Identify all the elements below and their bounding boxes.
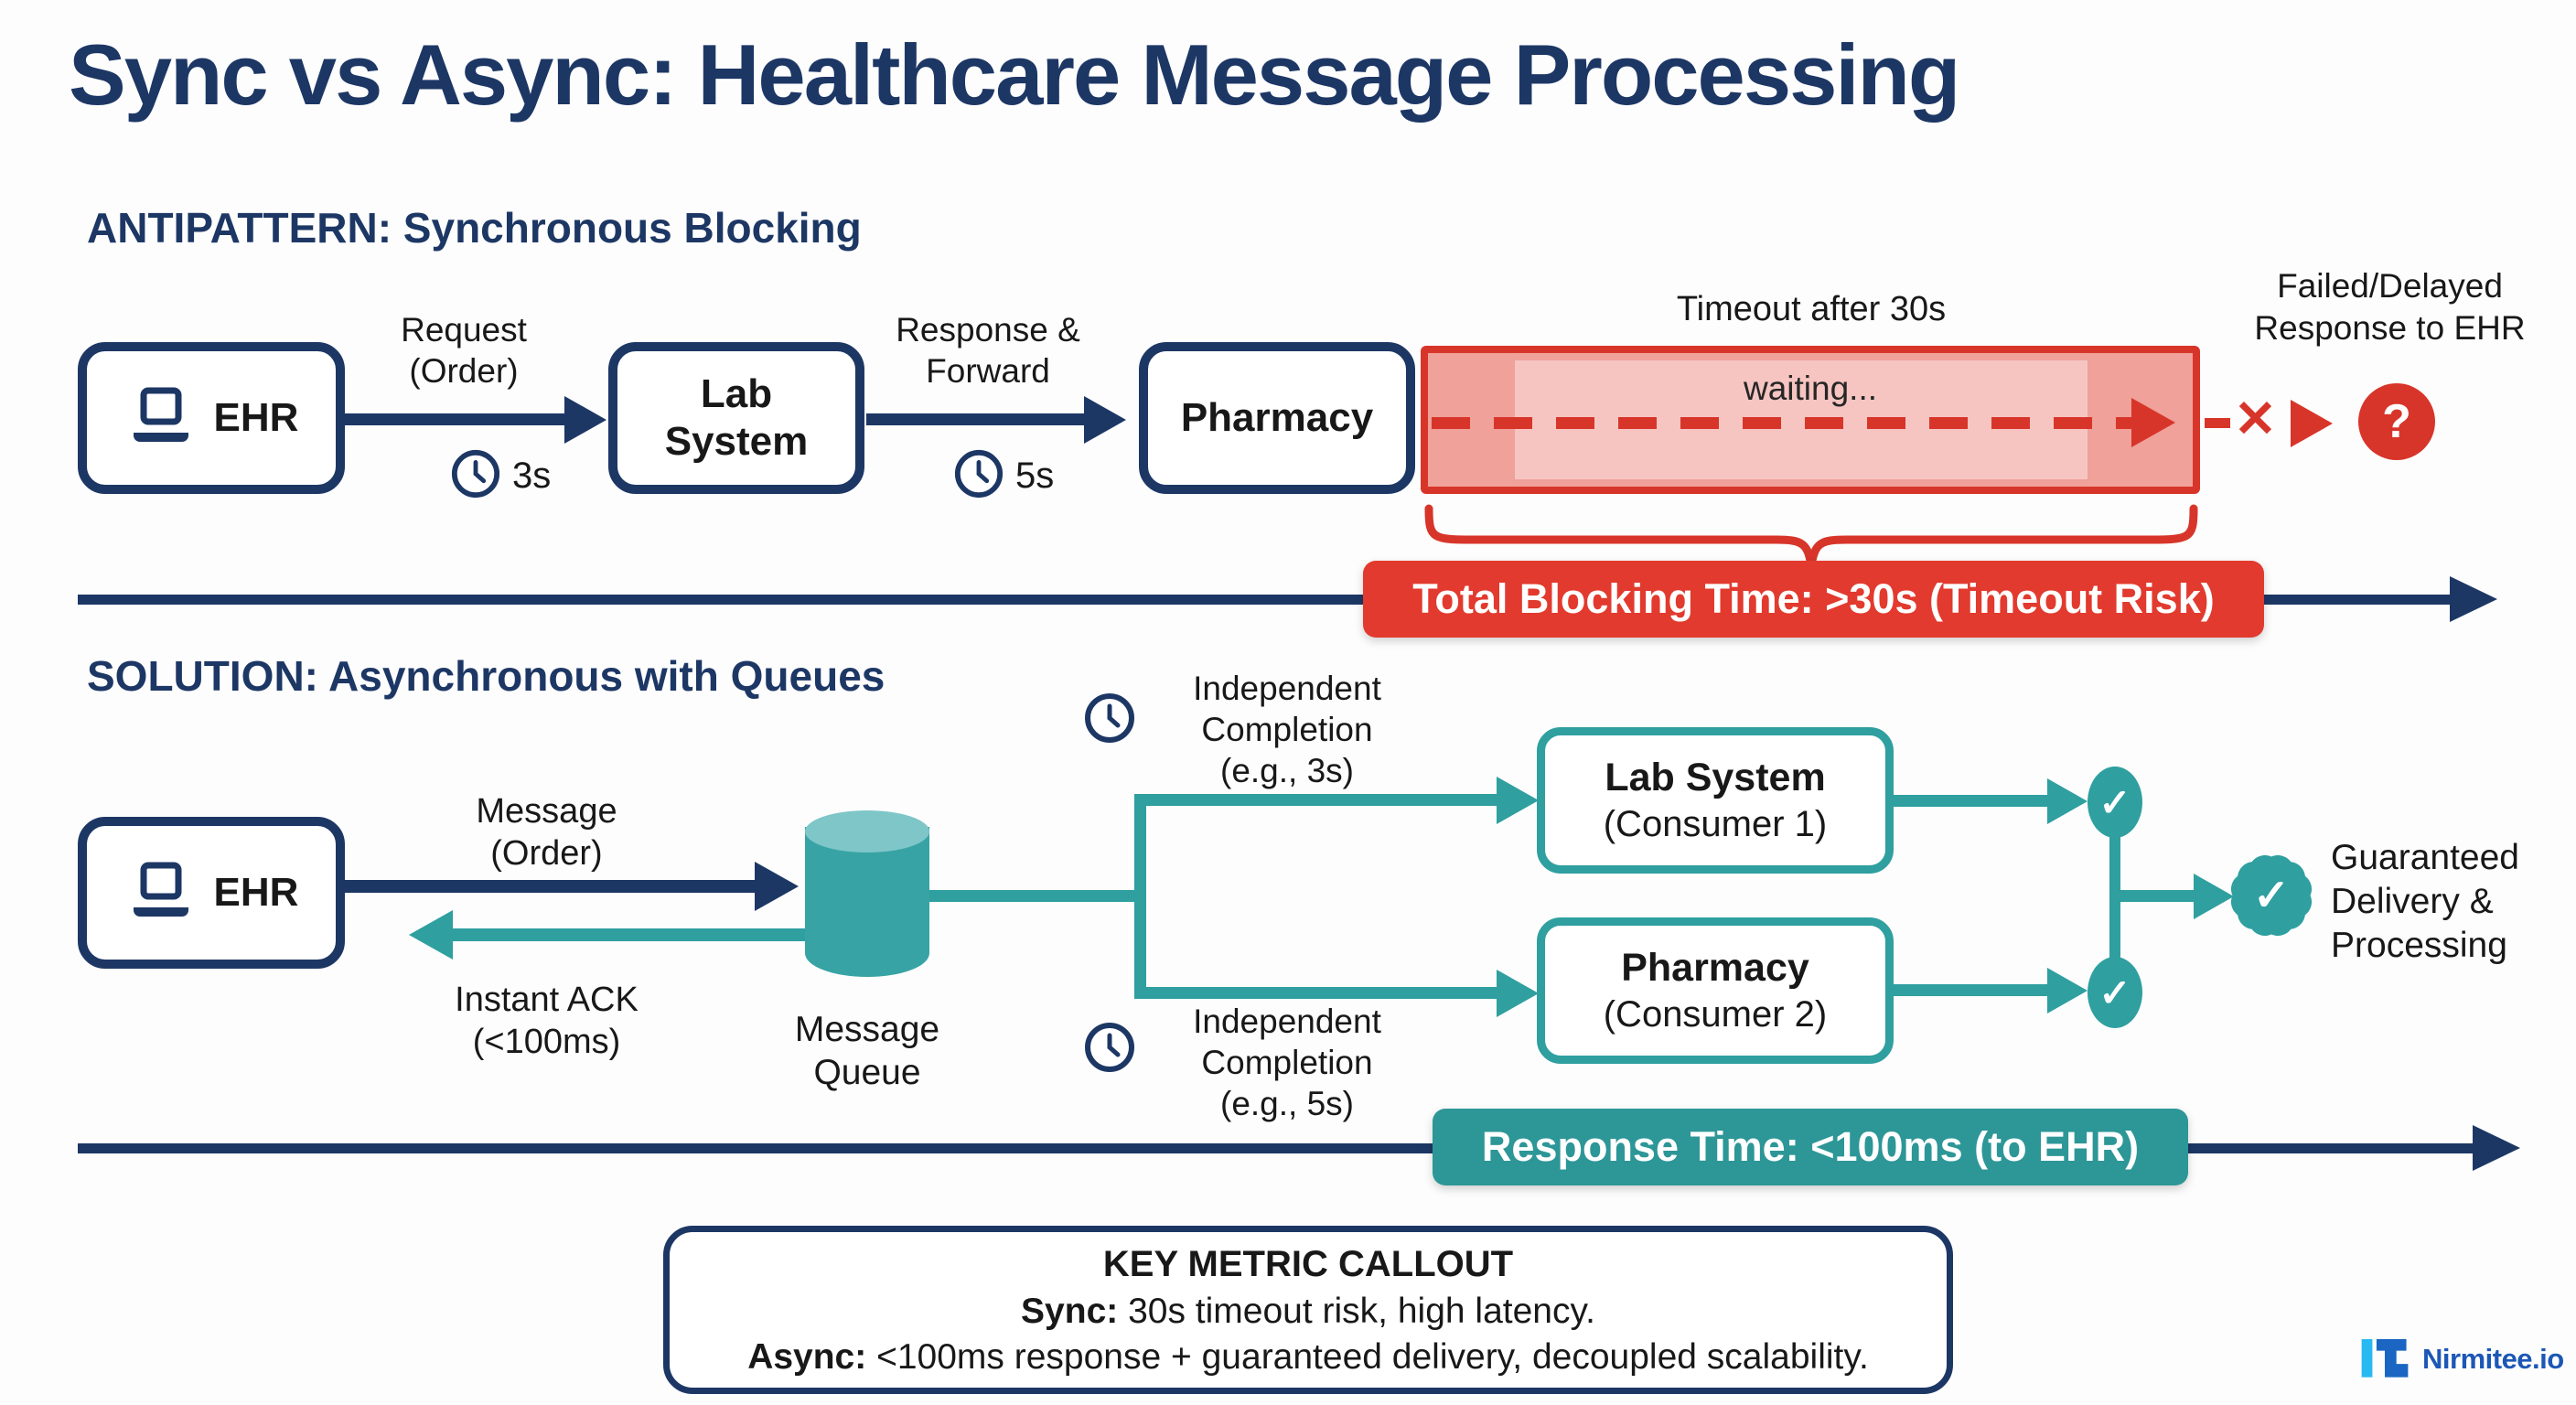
request-time: 3s (450, 448, 551, 504)
clock-icon (450, 448, 501, 504)
message-arrowhead-icon (755, 862, 799, 911)
response-time-value: 5s (1015, 456, 1055, 496)
clock-icon (1083, 1021, 1136, 1078)
consumer1-arrow-shaft (1894, 795, 2051, 807)
branch-top-shaft (1142, 794, 1500, 806)
response-time: 5s (953, 448, 1054, 504)
queue-label: Message Queue (794, 1010, 940, 1092)
check-icon: ✓ (2088, 957, 2142, 1028)
ack-arrowhead-icon (409, 910, 453, 960)
badge-arrowhead-icon (2194, 874, 2234, 919)
lab-consumer-box: Lab System (Consumer 1) (1537, 727, 1894, 874)
failed-arrowhead-icon (2291, 400, 2333, 447)
key-metric-callout: KEY METRIC CALLOUT Sync: 30s timeout ris… (663, 1226, 1953, 1394)
request-time-value: 3s (512, 456, 552, 496)
branch-bottom-arrowhead-icon (1497, 970, 1539, 1017)
guaranteed-label: Guaranteed Delivery & Processing (2331, 838, 2519, 965)
callout-sync-line: Sync: 30s timeout risk, high latency. (1021, 1292, 1595, 1331)
request-label: Request (Order) (401, 311, 527, 390)
response-arrow-shaft (866, 413, 1086, 425)
timeout-label: Timeout after 30s (1676, 290, 1947, 328)
antipattern-heading: ANTIPATTERN: Synchronous Blocking (87, 204, 862, 252)
request-arrow-shaft (345, 413, 566, 425)
independent-completion-1: Independent Completion (e.g., 3s) (1193, 670, 1381, 789)
response-arrowhead-icon (1084, 396, 1126, 444)
solution-heading: SOLUTION: Asynchronous with Queues (87, 652, 886, 700)
consumer1-arrowhead-icon (2047, 778, 2088, 824)
brand-logo-text: Nirmitee.io (2422, 1342, 2564, 1375)
request-arrowhead-icon (564, 396, 606, 444)
blocking-time-banner: Total Blocking Time: >30s (Timeout Risk) (1363, 561, 2264, 638)
consumer2-arrowhead-icon (2047, 968, 2088, 1014)
message-arrow-shaft (345, 880, 758, 893)
ehr-box-async: EHR (78, 817, 345, 969)
independent-completion-2: Independent Completion (e.g., 5s) (1193, 1003, 1381, 1122)
divider-async-arrowhead-icon (2473, 1125, 2520, 1171)
question-icon: ? (2358, 383, 2435, 460)
response-label: Response & Forward (896, 311, 1080, 390)
brand-logo: Nirmitee.io (2358, 1332, 2564, 1386)
page-title: Sync vs Async: Healthcare Message Proces… (69, 27, 1960, 123)
waiting-label: waiting... (1743, 370, 1877, 407)
message-label: Message (Order) (476, 792, 617, 873)
failed-x-icon: ✕ (2234, 390, 2277, 447)
callout-async-line: Async: <100ms response + guaranteed deli… (747, 1337, 1869, 1377)
divider-sync-arrowhead-icon (2450, 576, 2497, 622)
queue-connector (929, 890, 1136, 902)
response-time-banner: Response Time: <100ms (to EHR) (1433, 1109, 2188, 1185)
ehr-box-sync: EHR (78, 342, 345, 494)
divider-sync (78, 595, 2453, 605)
waiting-dashed-arrow (1432, 417, 2138, 429)
laptop-icon (124, 862, 198, 925)
divider-async (78, 1143, 2474, 1153)
lab-system-label: Lab System (664, 371, 809, 464)
message-queue-icon (805, 810, 929, 977)
nirmitee-logo-icon (2358, 1332, 2411, 1386)
branch-top-arrowhead-icon (1497, 777, 1539, 824)
failed-label: Failed/Delayed Response to EHR (2254, 267, 2526, 347)
consumer2-arrow-shaft (1894, 984, 2051, 996)
lab-system-box-sync: Lab System (608, 342, 864, 494)
ehr-label: EHR (213, 395, 299, 440)
badge-arrow-shaft (2109, 890, 2201, 902)
clock-icon (953, 448, 1004, 504)
clock-icon (1083, 692, 1136, 749)
failed-stub-line (2205, 418, 2230, 428)
ehr-label: EHR (213, 870, 299, 915)
branch-bottom-shaft (1142, 987, 1500, 999)
pharmacy-box-sync: Pharmacy (1139, 342, 1415, 494)
callout-title: KEY METRIC CALLOUT (1102, 1244, 1514, 1284)
guaranteed-badge-icon: ✓ (2225, 849, 2318, 942)
waiting-arrowhead-icon (2131, 398, 2175, 447)
pharmacy-label: Pharmacy (1180, 395, 1374, 440)
laptop-icon (124, 387, 198, 450)
pharmacy-consumer-box: Pharmacy (Consumer 2) (1537, 917, 1894, 1064)
ack-label: Instant ACK (<100ms) (455, 981, 639, 1061)
fanout-trunk (1134, 794, 1146, 999)
check-icon: ✓ (2088, 767, 2142, 838)
